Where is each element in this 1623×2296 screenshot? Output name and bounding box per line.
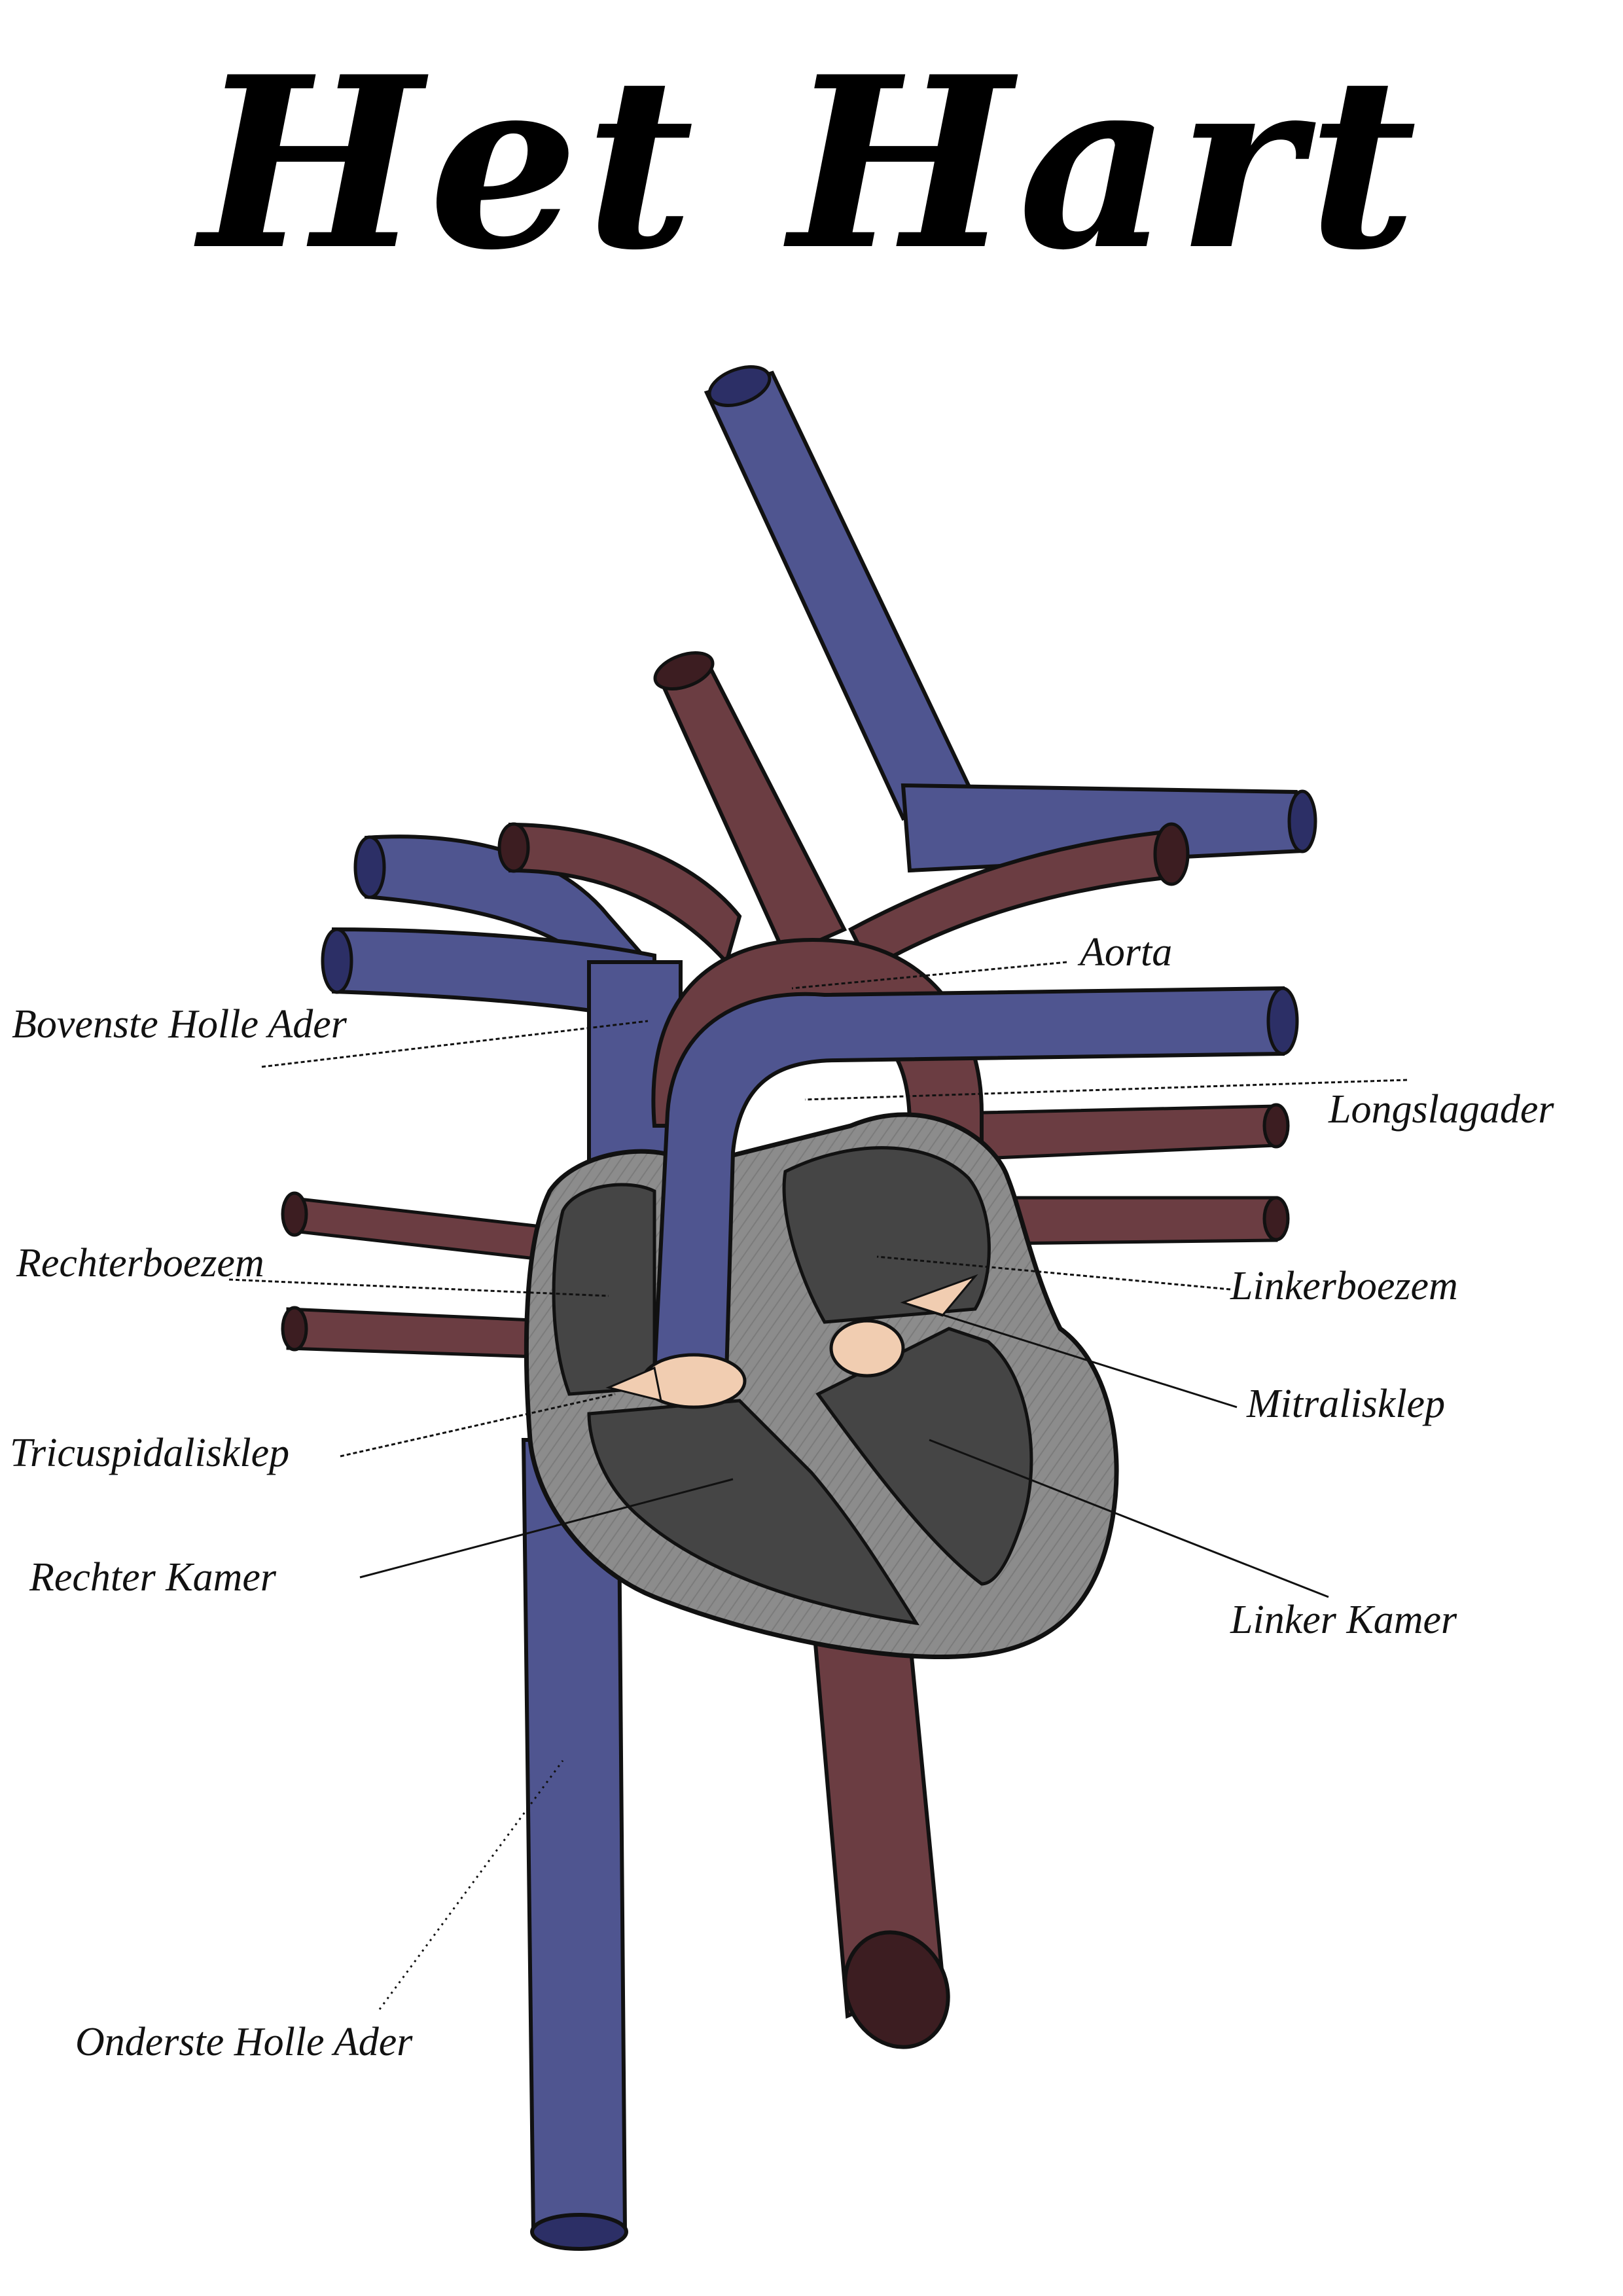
label-tricuspidalisklep: Tricuspidalisklep [10, 1431, 290, 1475]
vessel-opening [1287, 789, 1317, 853]
label-rechterboezem: Rechterboezem [16, 1241, 264, 1285]
left-ventricle [815, 1327, 1033, 1586]
vessel-opening [497, 822, 530, 873]
leader-rechter-kamer [359, 1478, 734, 1579]
tricuspid-valve [605, 1366, 662, 1403]
vessel-opening [1262, 1103, 1290, 1149]
vessel-segment [508, 822, 742, 967]
label-rechter-kamer: Rechter Kamer [29, 1555, 277, 1600]
pulmonary-trunk [652, 986, 1285, 1376]
descending-aorta [812, 1634, 950, 2049]
vessel-opening [707, 365, 772, 407]
leader-linkerboezem [876, 1255, 1231, 1291]
vessel-opening [1153, 822, 1190, 886]
vessel-opening [281, 1191, 308, 1237]
left-pulmonary-vessels [281, 1191, 578, 1360]
vessel-opening [1262, 1196, 1290, 1242]
leader-tricuspidalisklep [340, 1393, 616, 1458]
right-ventricle [587, 1399, 919, 1626]
inferior-vena-cava-opening [530, 2213, 628, 2251]
label-linker-kamer: Linker Kamer [1230, 1598, 1457, 1642]
leader-linker-kamer [929, 1439, 1329, 1598]
left-atrium [782, 1146, 991, 1324]
inferior-vena-cava [521, 1438, 628, 2251]
descending-aorta-opening [843, 1930, 950, 2049]
label-longslagader: Longslagader [1329, 1087, 1554, 1132]
leader-rechterboezem [228, 1278, 609, 1297]
right-pulmonary-vessels [980, 1103, 1290, 1246]
vessel-opening [321, 927, 353, 994]
vessel-opening [653, 651, 715, 691]
label-bovenste-holle-ader: Bovenste Holle Ader [12, 1002, 347, 1047]
vessel-opening [281, 1306, 308, 1352]
label-mitralisklep: Mitralisklep [1247, 1382, 1446, 1426]
leader-longslagader [804, 1079, 1408, 1101]
upper-vein [704, 365, 1317, 873]
vessel-segment [980, 1104, 1278, 1160]
leader-lines [228, 961, 1408, 2010]
label-linkerboezem: Linkerboezem [1230, 1264, 1458, 1308]
leader-bovenste-holle-ader [261, 1020, 649, 1068]
page-title: Het Hart [199, 25, 1424, 302]
vessel-opening [353, 835, 386, 899]
label-onderste-holle-ader: Onderste Holle Ader [75, 2020, 413, 2064]
label-aorta: Aorta [1080, 930, 1173, 975]
leader-mitralisklep [902, 1301, 1238, 1408]
pulmonary-trunk-opening [1266, 986, 1299, 1056]
vessel-segment [993, 1196, 1278, 1246]
right-atrium [552, 1183, 656, 1396]
leader-aorta [791, 961, 1067, 990]
aortic-valve [829, 1319, 905, 1378]
